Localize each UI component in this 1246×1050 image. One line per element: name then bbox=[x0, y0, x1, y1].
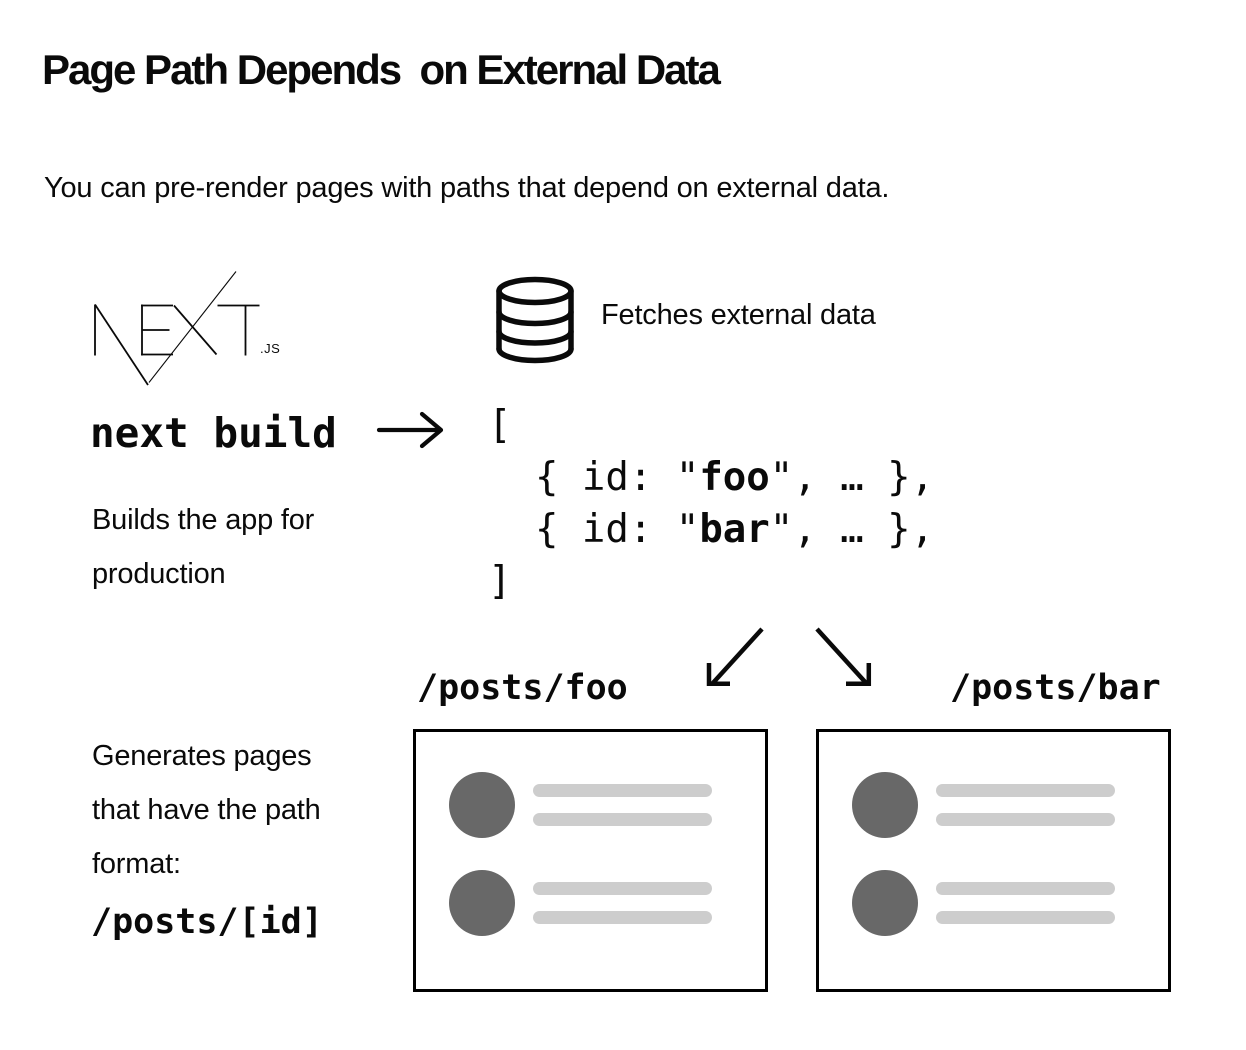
page-card-bar bbox=[816, 729, 1171, 992]
text-placeholder-bar bbox=[533, 784, 712, 797]
page-subtitle: You can pre-render pages with paths that… bbox=[44, 172, 890, 204]
page-title: Page Path Depends on External Data bbox=[42, 46, 721, 93]
code-line: { id: "foo", … }, bbox=[488, 452, 934, 504]
build-step-description: Builds the app for production bbox=[92, 504, 315, 590]
fetched-data-code: [ { id: "foo", … }, { id: "bar", … },] bbox=[488, 400, 934, 608]
database-icon bbox=[496, 276, 574, 364]
text-placeholder-bar bbox=[936, 882, 1115, 895]
code-id-foo: foo bbox=[699, 455, 770, 500]
text-placeholder-bar bbox=[936, 813, 1115, 826]
nextjs-logo-js-suffix: .JS bbox=[260, 341, 280, 356]
code-text: ] bbox=[488, 559, 512, 604]
path-format-label: /posts/[id] bbox=[91, 902, 323, 942]
arrow-down-left-icon bbox=[706, 627, 764, 687]
code-line: ] bbox=[488, 556, 934, 608]
code-text: ", … }, bbox=[769, 455, 935, 500]
arrow-down-right-icon bbox=[815, 627, 872, 687]
text-placeholder-bar bbox=[533, 813, 712, 826]
code-text: { id: " bbox=[488, 507, 700, 552]
code-text: ", … }, bbox=[769, 507, 935, 552]
page-card-foo bbox=[413, 729, 768, 992]
arrow-right-icon bbox=[376, 411, 444, 449]
next-build-command: next build bbox=[90, 409, 337, 457]
text-placeholder-bar bbox=[533, 882, 712, 895]
nextjs-logo: .JS bbox=[94, 271, 280, 386]
route-label-foo: /posts/foo bbox=[417, 668, 628, 708]
text-placeholder-bar bbox=[936, 784, 1115, 797]
route-label-bar: /posts/bar bbox=[950, 668, 1161, 708]
code-text: [ bbox=[488, 403, 512, 448]
text-placeholder-bar bbox=[936, 911, 1115, 924]
avatar-circle bbox=[449, 870, 515, 936]
avatar-circle bbox=[852, 870, 918, 936]
text-placeholder-bar bbox=[533, 911, 712, 924]
code-line: { id: "bar", … }, bbox=[488, 504, 934, 556]
code-id-bar: bar bbox=[699, 507, 770, 552]
avatar-circle bbox=[852, 772, 918, 838]
code-line: [ bbox=[488, 400, 934, 452]
avatar-circle bbox=[449, 772, 515, 838]
code-text: { id: " bbox=[488, 455, 700, 500]
fetch-step-label: Fetches external data bbox=[601, 299, 876, 331]
generate-step-description: Generates pages that have the path forma… bbox=[92, 740, 321, 880]
